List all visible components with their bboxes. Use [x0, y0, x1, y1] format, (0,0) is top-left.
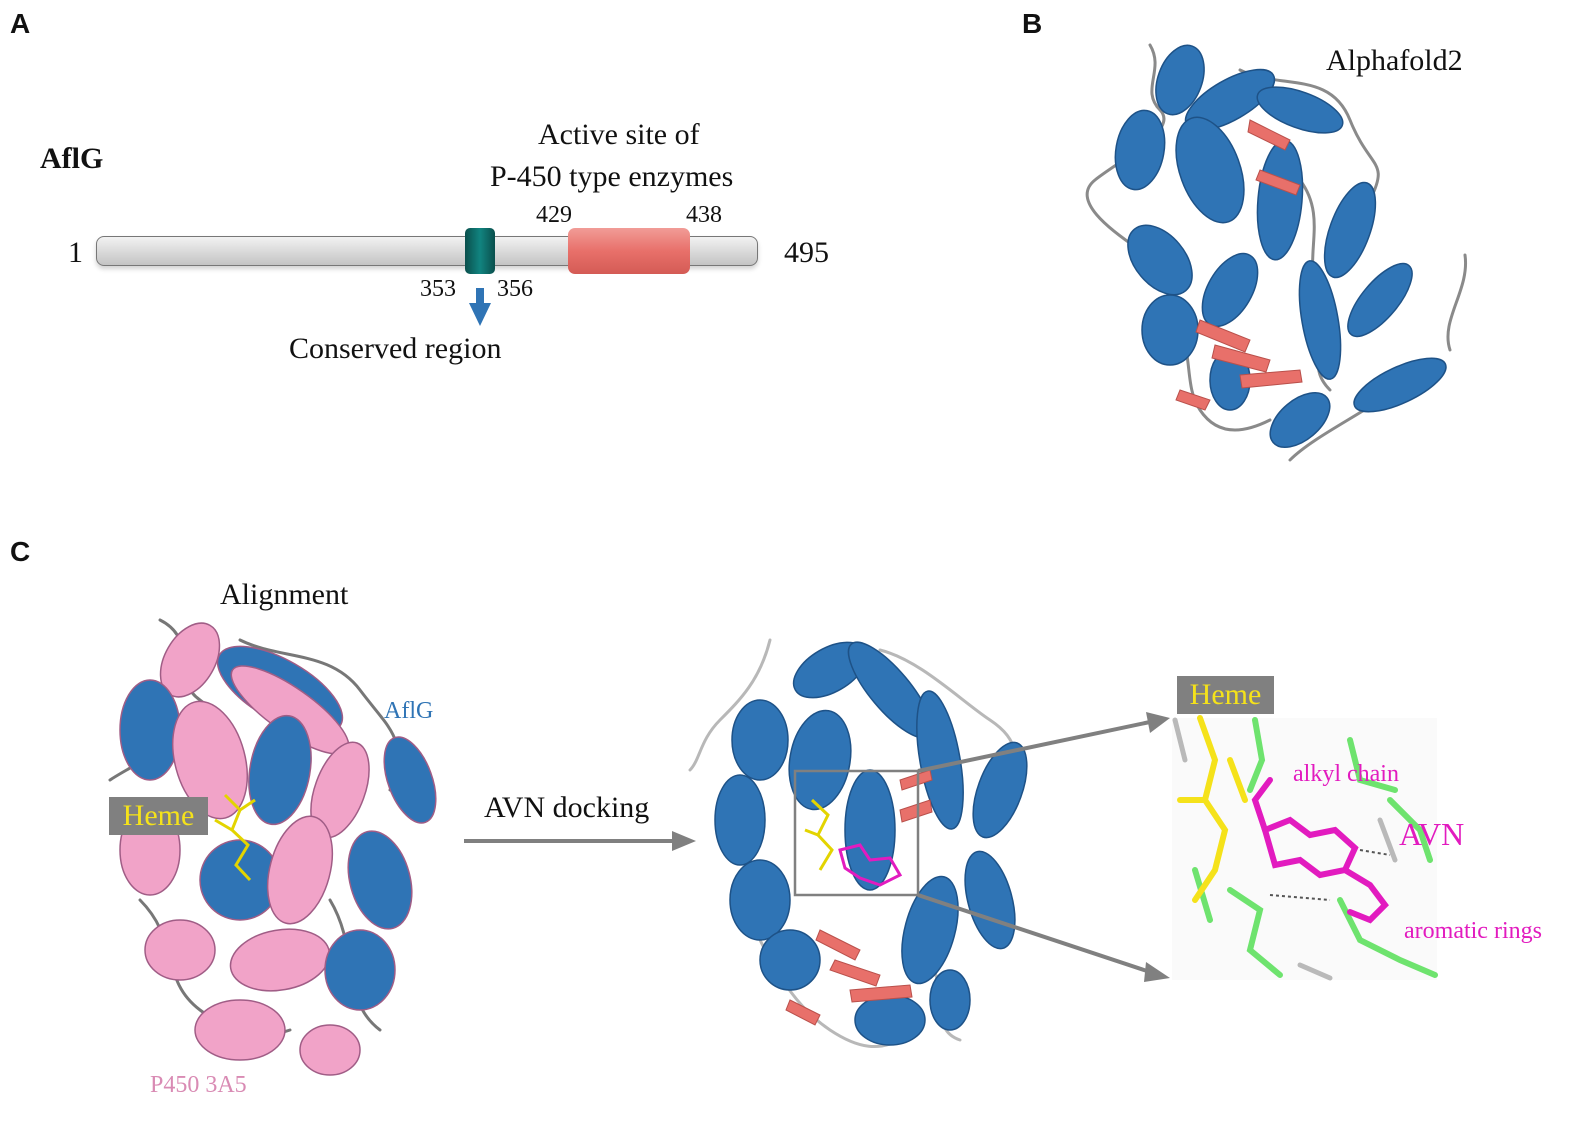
sequence-end-number: 495 — [784, 236, 829, 269]
conserved-end-number: 356 — [497, 276, 533, 302]
docked-heme-ligand — [804, 798, 834, 871]
protein-name: AflG — [40, 142, 104, 175]
docked-strands — [785, 769, 933, 1026]
zoom-box — [793, 769, 920, 897]
zoom-hbonds — [1269, 849, 1391, 901]
zoom-arrows — [917, 720, 1151, 974]
active-site-block — [568, 228, 690, 274]
aflg-structure-label: AflG — [384, 698, 434, 724]
conserved-region-label: Conserved region — [289, 332, 502, 365]
zoom-arrow-head-bottom — [1144, 962, 1170, 982]
alphafold-strands — [1175, 119, 1303, 411]
panel-letter-c: C — [10, 536, 31, 567]
docking-label: AVN docking — [484, 791, 650, 824]
p450-structure-label: P450 3A5 — [150, 1072, 247, 1098]
zoom-residues — [1192, 717, 1438, 978]
alignment-title: Alignment — [220, 578, 349, 611]
panel-letter-b: B — [1022, 8, 1043, 39]
zoom-heme-label-box: Heme — [1177, 676, 1274, 714]
avn-label: AVN — [1399, 816, 1465, 852]
active-start-number: 429 — [536, 202, 572, 228]
alignment-heme-ligand — [214, 793, 256, 882]
docked-avn-ligand — [838, 843, 903, 887]
docked-helices — [714, 641, 1028, 1046]
active-site-label-line2: P-450 type enzymes — [490, 160, 734, 193]
active-end-number: 438 — [686, 202, 722, 228]
heme-label-box: Heme — [109, 797, 208, 835]
active-site-label-line1: Active site of — [538, 118, 700, 151]
zoom-heme — [1177, 715, 1248, 903]
alphafold-helices — [1114, 44, 1447, 448]
panel-letter-a: A — [10, 8, 31, 39]
zoom-avn — [1251, 777, 1389, 924]
conserved-start-number: 353 — [420, 276, 456, 302]
sequence-start-number: 1 — [68, 236, 83, 269]
aromatic-rings-label: aromatic rings — [1404, 918, 1542, 944]
zoom-backbone — [1172, 717, 1398, 981]
zoom-arrow-head-top — [1146, 712, 1170, 733]
alphafold-title: Alphafold2 — [1326, 44, 1463, 77]
alkyl-chain-label: alkyl chain — [1293, 761, 1399, 787]
conserved-region-block — [465, 228, 495, 274]
